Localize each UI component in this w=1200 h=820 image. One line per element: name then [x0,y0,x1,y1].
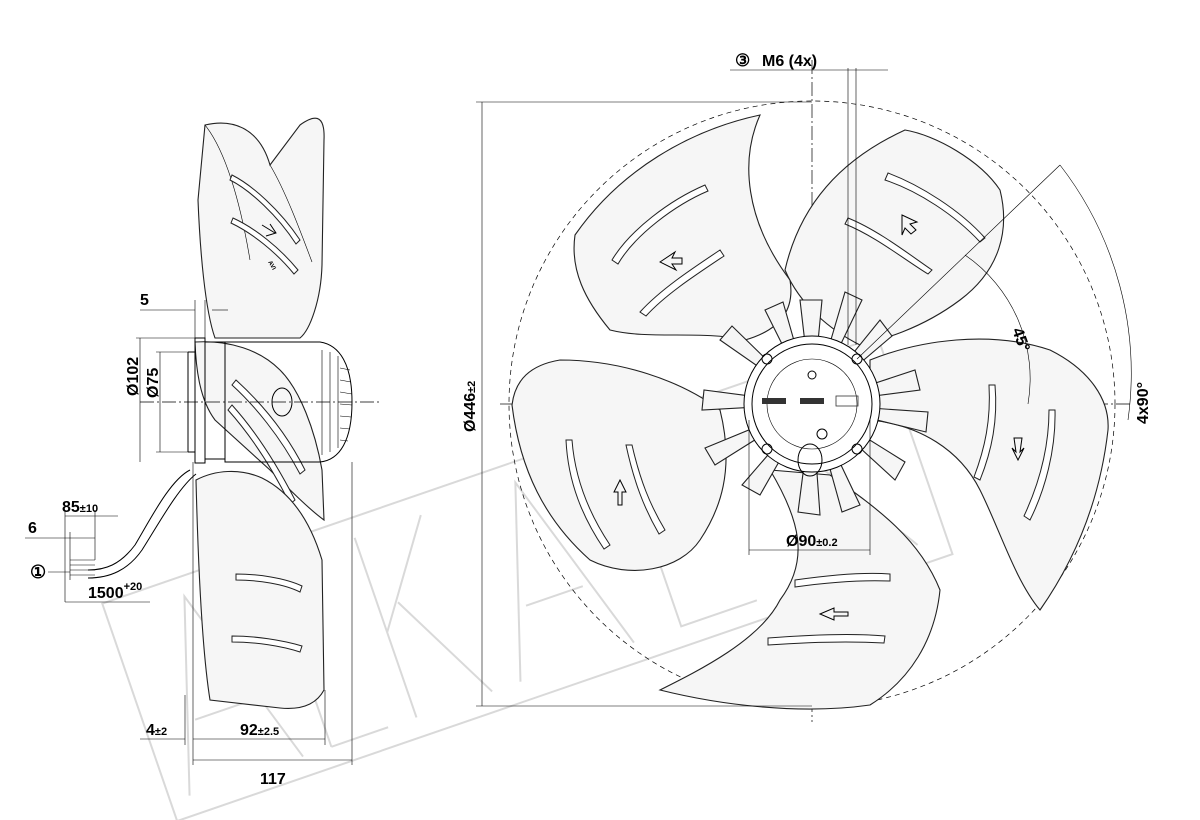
side-blade-upper [197,117,325,339]
marker-1: ① [30,562,46,582]
dim-85-label: 85±10 [62,499,98,516]
dim-6-label: 6 [28,520,37,537]
dim-1500-label: 1500+20 [88,581,142,602]
dim-4-label: 4±2 [146,722,167,739]
front-blade-right [869,338,1109,611]
marker-3: ③ [735,51,750,70]
dim-d102-label: Ø102 [125,357,142,396]
front-blade-top-right [784,129,1005,346]
dim-92-label: 92±2.5 [240,722,279,739]
side-cable [87,469,191,571]
dim-117-label: 117 [260,771,286,788]
outer-diameter-circle [508,100,1116,708]
mounting-hole-sw [761,443,773,455]
side-view: AVI 5 Ø102 Ø75 [25,117,380,788]
angle-4x90-label: 4x90° [1135,382,1152,424]
label-plate [762,398,786,404]
dim-d90-label: Ø90±0.2 [786,533,838,550]
front-blade-left [511,359,727,571]
cable-gland [797,443,823,477]
dim-d446-label: Ø446±2 [462,381,479,432]
front-view: ③ M6 (4x) Ø446±2 45° 4x90° Ø90±0.2 [462,51,1152,722]
mounting-hole-ne [851,353,863,365]
thread-label: M6 (4x) [762,53,817,70]
dim-5-label: 5 [140,292,149,309]
side-blade-lower [195,470,325,709]
dim-d75-label: Ø75 [145,368,162,398]
svg-text:AVI: AVI [266,260,276,272]
mounting-hole-nw [761,353,773,365]
front-blade-top-left [573,114,792,341]
mounting-hole-se [851,443,863,455]
